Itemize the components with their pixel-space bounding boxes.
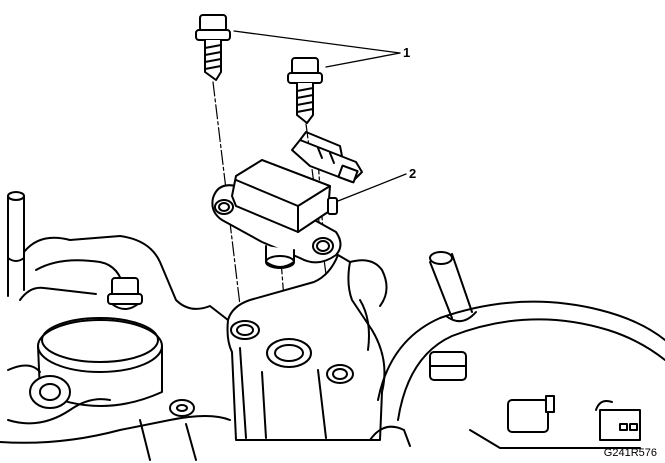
leader-lines	[233, 30, 407, 202]
bolt-left	[195, 14, 231, 81]
bolt-right	[287, 57, 323, 124]
mounting-bracket	[226, 254, 388, 441]
engine-block-left	[0, 191, 231, 461]
figure-id: G241R576	[603, 447, 657, 459]
engine-components-right	[369, 251, 665, 449]
sensor-module	[211, 131, 363, 269]
callout-1-label: 1	[403, 45, 411, 60]
callout-2-label: 2	[409, 166, 417, 181]
